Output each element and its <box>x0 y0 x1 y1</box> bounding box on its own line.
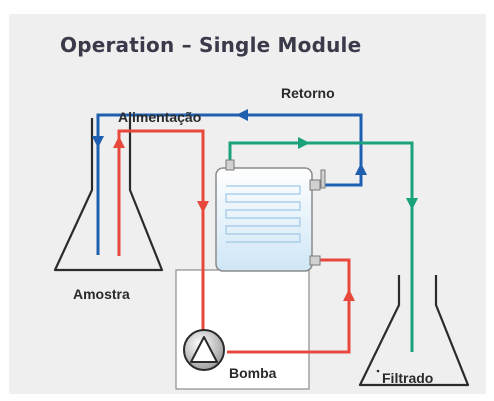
filtrate-line <box>228 141 414 352</box>
feed-line <box>117 129 205 335</box>
return-arrow-left <box>236 109 248 121</box>
filtrate-arrow-right <box>298 137 310 149</box>
return-line <box>96 113 363 255</box>
feed-pump-outlet-line <box>227 258 351 354</box>
return-arrow-up <box>355 163 367 175</box>
diagram-title: Operation – Single Module <box>60 33 362 57</box>
feed-arrow-up <box>113 136 125 148</box>
label-alimentacao: Alimentação <box>118 109 202 125</box>
feed-arrow-down <box>197 201 209 213</box>
filtrate-drop <box>376 369 380 373</box>
label-amostra: Amostra <box>73 286 130 302</box>
label-retorno: Retorno <box>281 85 335 101</box>
filtrate-arrow-down <box>406 198 418 210</box>
module-membrane-lines <box>225 185 301 243</box>
module-feed-port <box>309 255 321 266</box>
label-bomba: Bomba <box>229 365 277 381</box>
sample-flask-icon <box>53 118 164 272</box>
return-valve <box>320 169 326 189</box>
module-filtrate-port <box>225 159 235 171</box>
pump-icon <box>183 329 225 371</box>
filtrate-flask-icon <box>358 275 470 387</box>
label-filtrado: Filtrado <box>382 370 434 386</box>
return-arrow-down <box>92 136 104 148</box>
module-return-port <box>309 179 321 191</box>
filter-module <box>215 167 313 272</box>
feed-arrow-up-right <box>343 289 355 301</box>
